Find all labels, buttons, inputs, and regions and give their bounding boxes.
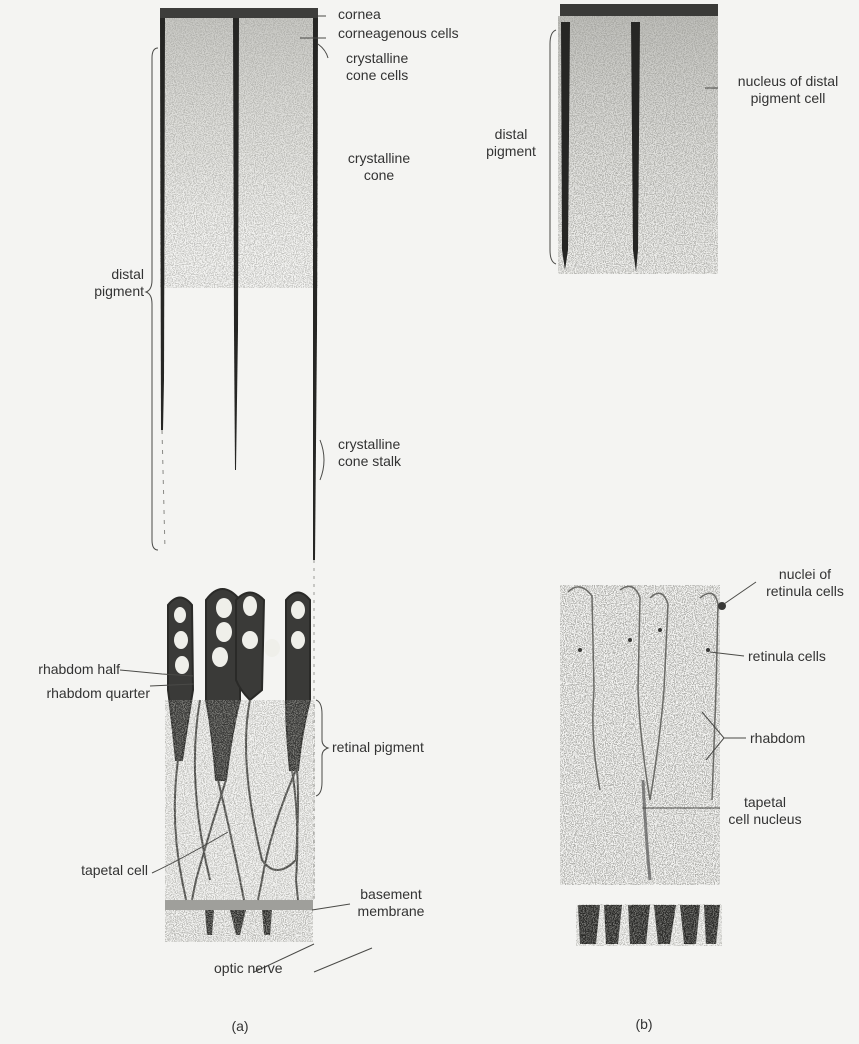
nucleus bbox=[264, 639, 280, 657]
nucleus bbox=[175, 656, 189, 674]
pigment-rod-right bbox=[313, 18, 318, 560]
nucleus bbox=[291, 631, 305, 649]
caption-a: (a) bbox=[220, 1018, 260, 1035]
cornea-layer bbox=[160, 8, 318, 18]
label-rhabdom: rhabdom bbox=[750, 730, 805, 747]
caption-b: (b) bbox=[624, 1016, 664, 1033]
label-crystalline-cone: crystalline cone bbox=[338, 150, 420, 184]
label-corneagenous-cells: corneagenous cells bbox=[338, 25, 459, 42]
label-retinal-pigment: retinal pigment bbox=[332, 739, 424, 756]
stalk-line-left bbox=[162, 430, 165, 550]
nucleus bbox=[291, 601, 305, 619]
distal-pigment-grain bbox=[160, 18, 318, 288]
pigment-rod-center bbox=[233, 18, 239, 470]
label-tapetal-cell-nucleus: tapetal cell nucleus bbox=[720, 794, 810, 828]
label-nucleus-of-distal-pigment-cell: nucleus of distal pigment cell bbox=[718, 73, 858, 107]
cornea-layer-b bbox=[560, 4, 718, 16]
basement-membrane-band bbox=[165, 900, 313, 910]
nucleus bbox=[243, 596, 257, 616]
label-crystalline-cone-stalk: crystalline cone stalk bbox=[338, 436, 401, 470]
label-rhabdom-half: rhabdom half bbox=[10, 661, 120, 678]
nucleus bbox=[212, 647, 228, 667]
label-optic-nerve: optic nerve bbox=[214, 960, 282, 977]
figure-a-drawing bbox=[120, 8, 372, 972]
distal-pigment-bracket-b bbox=[550, 30, 556, 264]
label-cornea: cornea bbox=[338, 6, 381, 23]
label-distal-pigment-b: distal pigment bbox=[476, 126, 546, 160]
label-rhabdom-quarter: rhabdom quarter bbox=[10, 685, 150, 702]
nucleus bbox=[706, 648, 710, 652]
label-tapetal-cell: tapetal cell bbox=[20, 862, 148, 879]
retinal-pigment-grain bbox=[165, 700, 315, 900]
nucleus bbox=[628, 638, 632, 642]
nucleus bbox=[174, 631, 188, 649]
label-basement-membrane: basement membrane bbox=[350, 886, 432, 920]
pigment-rod-left bbox=[160, 18, 165, 430]
nucleus bbox=[174, 607, 186, 623]
label-distal-pigment-a: distal pigment bbox=[60, 266, 144, 300]
nucleus bbox=[216, 598, 232, 618]
nucleus bbox=[658, 628, 662, 632]
nucleus bbox=[578, 648, 582, 652]
label-nuclei-of-retinula-cells: nuclei of retinula cells bbox=[752, 566, 858, 600]
nucleus bbox=[216, 622, 232, 642]
label-retinula-cells: retinula cells bbox=[748, 648, 826, 665]
nucleus bbox=[242, 631, 258, 649]
label-crystalline-cone-cells: crystalline cone cells bbox=[346, 50, 408, 84]
optic-nerve-grain bbox=[165, 910, 313, 942]
base-cells-grain bbox=[576, 904, 722, 946]
